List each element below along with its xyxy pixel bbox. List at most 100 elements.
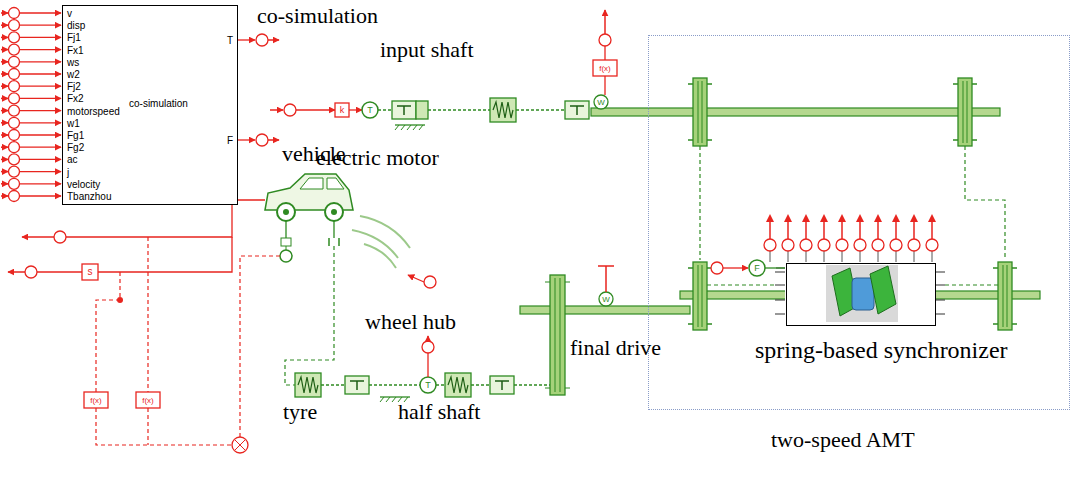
driveline-chain: [295, 373, 321, 397]
vehicle-drawing: [325, 203, 343, 221]
motor-chain: [604, 76, 605, 95]
port-name: Fj1: [67, 32, 81, 44]
amt-internals: [785, 262, 935, 325]
synchronizer-outputs: [872, 239, 884, 251]
gain-symbol: k: [340, 105, 345, 115]
function-symbol: f(x): [142, 396, 154, 405]
final-drive-drawing: [550, 275, 565, 395]
vehicle-drawing: [285, 246, 334, 385]
vehicle-drawing: [281, 238, 291, 246]
co-simulation-ports: [1, 44, 61, 55]
motor-chain: [270, 10, 1000, 146]
co-simulation-ports: [238, 139, 255, 140]
port-name: Fg1: [67, 130, 84, 142]
motor-chain: [335, 103, 349, 117]
motor-chain: [593, 60, 617, 76]
motor-chain: [378, 109, 392, 110]
driveline-chain: [471, 384, 490, 385]
port-name: Fx2: [67, 93, 84, 105]
port-name: ac: [67, 154, 78, 166]
driveline-chain: [422, 341, 434, 353]
part-label: tyre: [283, 399, 317, 424]
driveline-chain: [321, 384, 345, 385]
vehicle-drawing: [280, 250, 292, 262]
motor-chain: [599, 34, 611, 46]
co-simulation-ports: [1, 81, 61, 92]
driveline-chain: [345, 376, 369, 394]
motor-chain: [392, 101, 416, 119]
vehicle-signal-network: [147, 237, 148, 392]
amt-internals: [870, 266, 896, 314]
vehicle-signal-network: [96, 272, 120, 392]
port-name: velocity: [67, 179, 100, 191]
vehicle-drawing: [352, 216, 410, 268]
vehicle-signal-network: [240, 256, 280, 437]
port-name: Fx1: [67, 45, 84, 57]
driveline-chain: [295, 336, 550, 402]
motor-chain: [284, 104, 296, 116]
final-drive-drawing: [520, 266, 690, 395]
port-name: w2: [67, 69, 80, 81]
driveline-chain: [427, 353, 428, 377]
vehicle-drawing: [277, 203, 295, 221]
region-heading: two-speed AMT: [771, 427, 915, 452]
co-simulation-ports: [1, 105, 61, 116]
synchronizer-outputs: [782, 239, 794, 251]
motor-chain: [516, 109, 565, 110]
port-name: w1: [67, 118, 80, 130]
amt-internals: [688, 262, 712, 330]
motor-chain: [428, 109, 490, 110]
port-name: Tbanzhou: [67, 191, 111, 203]
synchronizer-outputs: [854, 239, 866, 251]
vehicle-signal-network: [117, 297, 123, 303]
vehicle-drawing: [408, 275, 424, 282]
vehicle-signal-network: [96, 408, 232, 445]
function-symbol: f(x): [90, 396, 102, 405]
driveline-chain: [514, 384, 550, 385]
synchronizer-outputs: [926, 239, 938, 251]
driveline-chain: [420, 377, 436, 393]
port-name: T: [227, 35, 233, 47]
port-name: j: [67, 167, 69, 179]
synchronizer-outputs: [890, 239, 902, 251]
vehicle-drawing: [331, 209, 337, 215]
amt-internals: [749, 260, 765, 276]
vehicle-drawing: [286, 246, 287, 250]
amt-internals: [711, 262, 723, 274]
amt-internals: [993, 262, 1017, 330]
co-simulation-ports: [256, 134, 268, 146]
driveline-chain: [436, 384, 445, 385]
vehicle-signal-network: [8, 200, 280, 453]
final-drive-drawing: [520, 306, 690, 314]
synchronizer-outputs: [836, 239, 848, 251]
block-heading: co-simulation: [257, 3, 378, 28]
co-simulation-ports: [1, 166, 61, 177]
part-label: vehicle: [282, 141, 346, 166]
torque-symbol: T: [367, 105, 373, 115]
co-simulation-ports: [1, 117, 61, 128]
synchronizer-outputs: [818, 239, 830, 251]
co-simulation-ports: [1, 178, 61, 189]
amt-internals: [852, 278, 874, 310]
force-symbol: F: [754, 263, 760, 273]
motor-chain: [395, 125, 425, 130]
co-simulation-ports: [1, 8, 61, 19]
speed-sensor-symbol: W: [602, 295, 610, 304]
motor-chain: [604, 10, 606, 34]
amt-internals: [965, 146, 1005, 260]
vehicle-signal-network: [84, 392, 108, 408]
vehicle-drawing: [283, 209, 289, 215]
amt-internals: [945, 284, 998, 285]
co-simulation-ports: [1, 191, 61, 202]
vehicle-signal-network: [82, 264, 98, 280]
motor-chain: [565, 101, 589, 119]
port-name: Fg2: [67, 142, 84, 154]
amt-internals: [707, 284, 775, 285]
driveline-chain: [445, 373, 471, 397]
synchronizer-outputs: [764, 214, 938, 262]
amt-internals: [826, 265, 898, 322]
synchronizer-box: spring-based synchronizer: [786, 263, 936, 326]
motor-chain: [362, 102, 378, 118]
co-simulation-ports: [268, 139, 279, 141]
